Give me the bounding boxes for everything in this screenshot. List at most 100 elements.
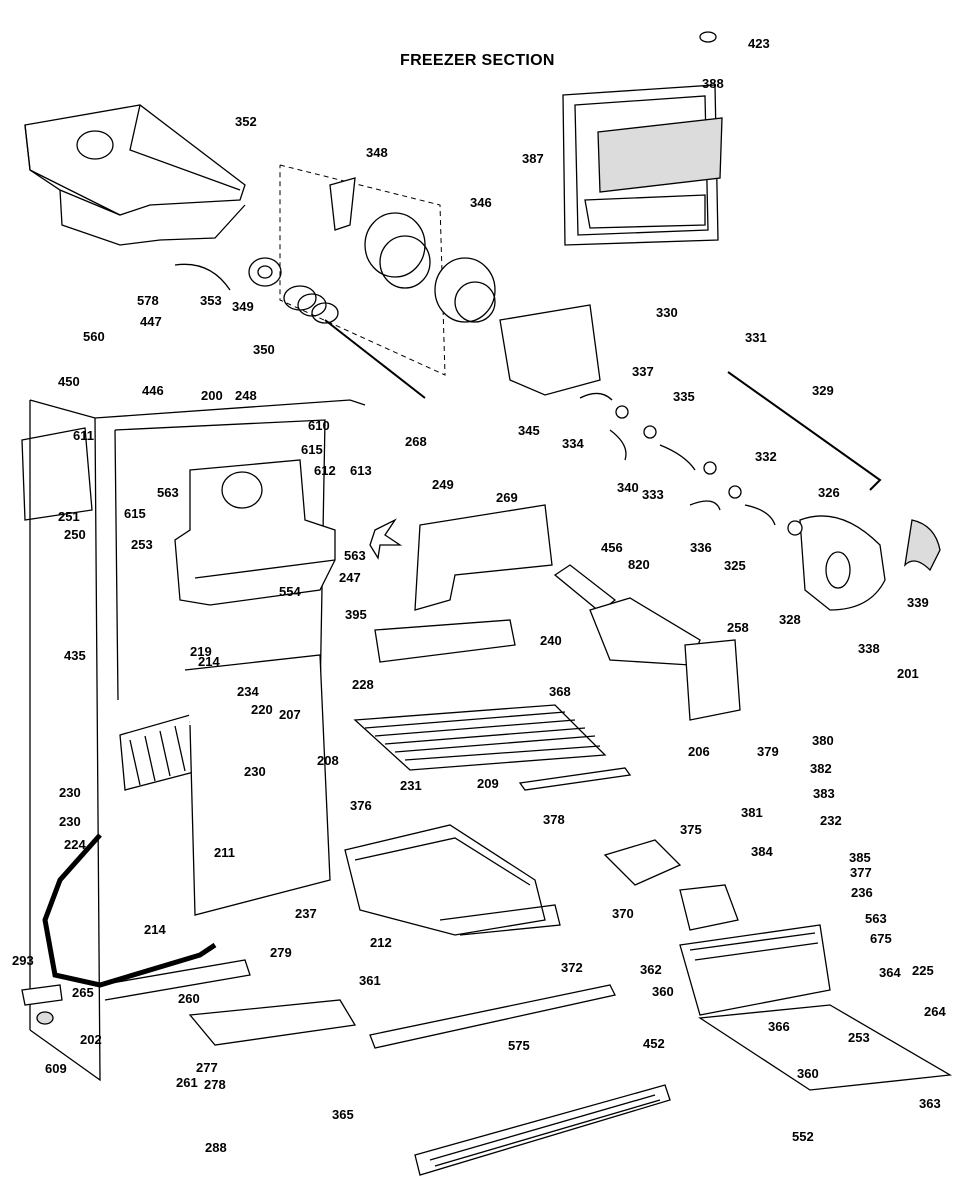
part-callout-376: 376 bbox=[350, 798, 372, 813]
auger-assembly bbox=[248, 164, 446, 399]
part-callout-248: 248 bbox=[235, 388, 257, 403]
part-callout-268: 268 bbox=[405, 434, 427, 449]
part-callout-214: 214 bbox=[198, 654, 220, 669]
fan-613 bbox=[369, 518, 403, 560]
part-callout-231: 231 bbox=[400, 778, 422, 793]
part-callout-214: 214 bbox=[144, 922, 166, 937]
cover-258 bbox=[374, 619, 516, 663]
part-callout-336: 336 bbox=[690, 540, 712, 555]
ice-bucket-352 bbox=[24, 104, 246, 291]
part-callout-447: 447 bbox=[140, 314, 162, 329]
part-callout-225: 225 bbox=[912, 963, 934, 978]
tray-360 bbox=[698, 1004, 953, 1091]
part-callout-352: 352 bbox=[235, 114, 257, 129]
part-callout-563: 563 bbox=[157, 485, 179, 500]
part-callout-611: 611 bbox=[73, 428, 94, 443]
part-callout-612: 612 bbox=[314, 463, 336, 478]
part-callout-348: 348 bbox=[366, 145, 388, 160]
part-callout-278: 278 bbox=[204, 1077, 226, 1092]
part-callout-211: 211 bbox=[214, 845, 235, 860]
part-callout-269: 269 bbox=[496, 490, 518, 505]
part-callout-578: 578 bbox=[137, 293, 159, 308]
inset-268 bbox=[21, 427, 93, 521]
part-callout-382: 382 bbox=[810, 761, 832, 776]
part-callout-279: 279 bbox=[270, 945, 292, 960]
ice-maker-820 bbox=[589, 597, 741, 721]
part-callout-372: 372 bbox=[561, 960, 583, 975]
part-callout-249: 249 bbox=[432, 477, 454, 492]
part-callout-366: 366 bbox=[768, 1019, 790, 1034]
rear-panel-214 bbox=[184, 654, 331, 916]
part-callout-368: 368 bbox=[549, 684, 571, 699]
part-callout-395: 395 bbox=[345, 607, 367, 622]
part-callout-340: 340 bbox=[617, 480, 639, 495]
dispenser-door-387 bbox=[562, 84, 723, 246]
part-269 bbox=[553, 564, 617, 613]
part-callout-206: 206 bbox=[688, 744, 710, 759]
part-callout-253: 253 bbox=[848, 1030, 870, 1045]
part-callout-328: 328 bbox=[779, 612, 801, 627]
part-callout-253: 253 bbox=[131, 537, 153, 552]
part-callout-333: 333 bbox=[642, 487, 664, 502]
crusher-drums-346 bbox=[364, 212, 496, 323]
part-callout-388: 388 bbox=[702, 76, 724, 91]
part-callout-337: 337 bbox=[632, 364, 654, 379]
part-callout-202: 202 bbox=[80, 1032, 102, 1047]
part-callout-360: 360 bbox=[797, 1066, 819, 1081]
part-callout-452: 452 bbox=[643, 1036, 665, 1051]
part-callout-446: 446 bbox=[142, 383, 164, 398]
part-callout-331: 331 bbox=[745, 330, 767, 345]
part-callout-334: 334 bbox=[562, 436, 584, 451]
panel-395 bbox=[414, 504, 553, 611]
bin-211 bbox=[344, 824, 561, 936]
part-callout-363: 363 bbox=[919, 1096, 941, 1111]
part-callout-615: 615 bbox=[301, 442, 323, 457]
cover-260 bbox=[188, 999, 357, 1046]
part-callout-563: 563 bbox=[865, 911, 887, 926]
part-callout-265: 265 bbox=[72, 985, 94, 1000]
rail-209 bbox=[518, 767, 632, 791]
fan-bracket-250 bbox=[174, 459, 336, 606]
part-callout-675: 675 bbox=[870, 931, 892, 946]
bracket-279 bbox=[21, 984, 63, 1006]
part-callout-293: 293 bbox=[12, 953, 34, 968]
part-callout-370: 370 bbox=[612, 906, 634, 921]
part-callout-326: 326 bbox=[818, 485, 840, 500]
part-callout-377: 377 bbox=[850, 865, 872, 880]
part-callout-261: 261 bbox=[176, 1075, 198, 1090]
part-callout-200: 200 bbox=[201, 388, 223, 403]
part-callout-329: 329 bbox=[812, 383, 834, 398]
part-callout-349: 349 bbox=[232, 299, 254, 314]
part-callout-353: 353 bbox=[200, 293, 222, 308]
part-callout-456: 456 bbox=[601, 540, 623, 555]
part-callout-385: 385 bbox=[849, 850, 871, 865]
part-callout-325: 325 bbox=[724, 558, 746, 573]
part-callout-387: 387 bbox=[522, 151, 544, 166]
part-callout-554: 554 bbox=[279, 584, 301, 599]
part-callout-380: 380 bbox=[812, 733, 834, 748]
part-callout-552: 552 bbox=[792, 1129, 814, 1144]
part-callout-563: 563 bbox=[344, 548, 366, 563]
part-callout-423: 423 bbox=[748, 36, 770, 51]
part-callout-332: 332 bbox=[755, 449, 777, 464]
part-callout-435: 435 bbox=[64, 648, 86, 663]
part-callout-383: 383 bbox=[813, 786, 835, 801]
base-202 bbox=[99, 959, 251, 1001]
gears bbox=[579, 392, 803, 536]
part-callout-209: 209 bbox=[477, 776, 499, 791]
part-callout-232: 232 bbox=[820, 813, 842, 828]
part-callout-260: 260 bbox=[178, 991, 200, 1006]
part-callout-237: 237 bbox=[295, 906, 317, 921]
part-callout-381: 381 bbox=[741, 805, 763, 820]
part-callout-258: 258 bbox=[727, 620, 749, 635]
part-370 bbox=[679, 884, 739, 931]
part-callout-234: 234 bbox=[237, 684, 259, 699]
part-callout-228: 228 bbox=[352, 677, 374, 692]
part-callout-362: 362 bbox=[640, 962, 662, 977]
part-callout-350: 350 bbox=[253, 342, 275, 357]
part-callout-575: 575 bbox=[508, 1038, 530, 1053]
part-callout-230: 230 bbox=[59, 785, 81, 800]
part-callout-207: 207 bbox=[279, 707, 301, 722]
part-264 bbox=[36, 1011, 54, 1025]
